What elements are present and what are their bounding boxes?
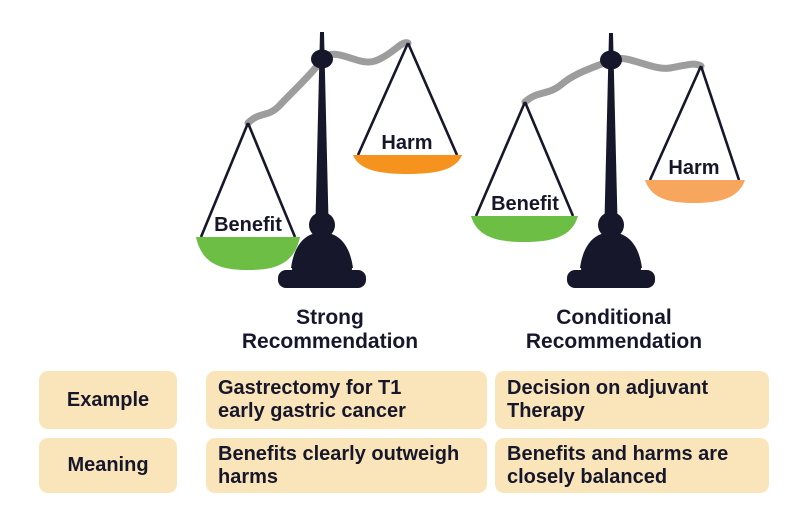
row-meaning-label: Meaning bbox=[39, 438, 177, 493]
conditional-recommendation-caption: Conditional Recommendation bbox=[525, 306, 703, 353]
scale-base bbox=[567, 212, 655, 288]
strong-recommendation-scale: Benefit Harm bbox=[196, 32, 462, 288]
row-example-conditional-cell: Decision on adjuvant Therapy bbox=[495, 371, 769, 429]
row-meaning-conditional-cell: Benefits and harms are closely balanced bbox=[495, 438, 769, 493]
benefit-pan-label: Benefit bbox=[491, 193, 559, 215]
scale-pivot bbox=[311, 49, 333, 69]
benefit-pan-strings bbox=[474, 101, 575, 217]
conditional-recommendation-scale: Benefit Harm bbox=[471, 33, 745, 288]
benefit-pan-bowl bbox=[196, 237, 300, 270]
row-example-label: Example bbox=[39, 371, 177, 429]
benefit-pan-strings bbox=[199, 122, 297, 238]
scale-base bbox=[278, 212, 366, 288]
strong-recommendation-caption: Strong Recommendation bbox=[241, 306, 419, 353]
harm-pan-strings bbox=[648, 65, 741, 181]
scale-pole bbox=[315, 32, 329, 220]
harm-pan-label: Harm bbox=[668, 157, 719, 179]
harm-pan-bowl bbox=[353, 155, 462, 174]
scale-pole bbox=[604, 33, 618, 220]
harm-pan-bowl bbox=[645, 180, 745, 203]
benefit-pan-bowl bbox=[471, 216, 578, 242]
harm-pan-label: Harm bbox=[381, 132, 432, 154]
row-example-strong-cell: Gastrectomy for T1 early gastric cancer bbox=[206, 371, 487, 429]
row-meaning-strong-cell: Benefits clearly outweigh harms bbox=[206, 438, 487, 493]
benefit-pan-label: Benefit bbox=[214, 214, 282, 236]
harm-pan-strings bbox=[356, 42, 459, 156]
scale-pivot bbox=[600, 50, 622, 70]
